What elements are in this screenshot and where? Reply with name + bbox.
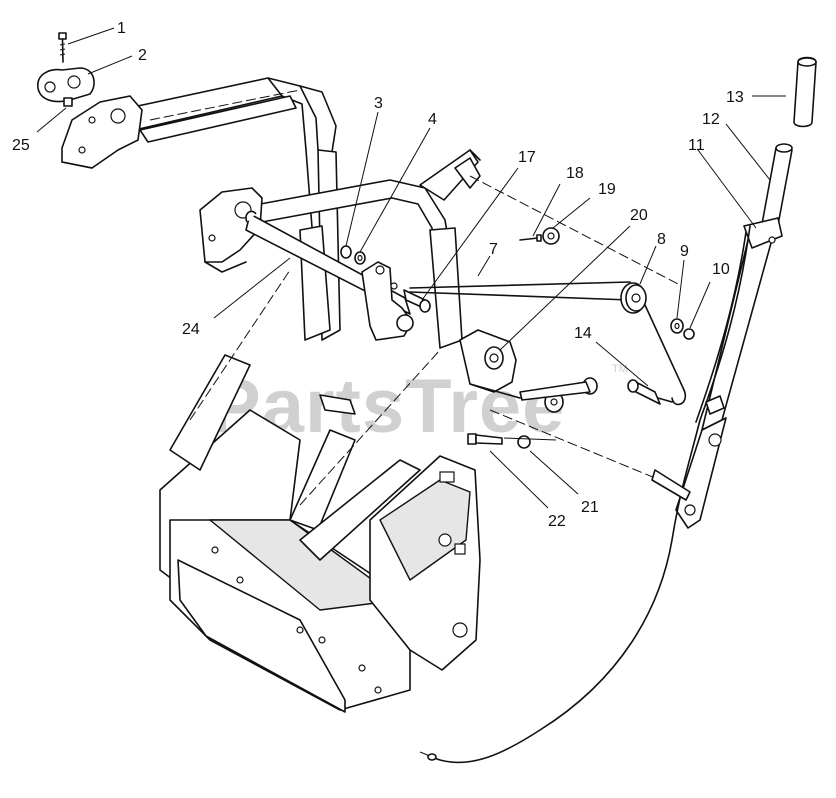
callout-2: 2	[138, 47, 147, 64]
callout-4: 4	[428, 111, 437, 128]
part-12-shift-rod	[761, 143, 793, 226]
part-11-lever-clamp	[743, 217, 783, 249]
callout-3: 3	[374, 95, 383, 112]
callout-18: 18	[566, 165, 584, 182]
part-8-pulley	[620, 282, 647, 314]
link-rod	[644, 304, 687, 406]
part-20-bracket	[459, 329, 521, 399]
callout-8: 8	[657, 231, 666, 248]
callout-17: 17	[518, 149, 536, 166]
callout-labels: 1 2 3 4 7 8 9 10 11 12 13 14 17 18 19 20…	[12, 20, 744, 530]
callout-7: 7	[489, 241, 498, 258]
callout-leaders	[36, 27, 786, 509]
callout-14: 14	[574, 325, 592, 342]
part-2-plate	[37, 67, 95, 103]
callout-24: 24	[182, 321, 200, 338]
callout-9: 9	[680, 243, 689, 260]
lever-cable-bracket	[705, 395, 725, 415]
callout-1: 1	[117, 20, 126, 37]
part-1-bolt	[58, 32, 67, 63]
callout-25: 25	[12, 137, 30, 154]
callout-21: 21	[581, 499, 599, 516]
mount-hardware	[519, 377, 598, 413]
part-21-nut	[517, 435, 531, 449]
left-pivot-bracket	[61, 95, 143, 169]
callout-19: 19	[598, 181, 616, 198]
upper-frame	[109, 77, 681, 349]
part-18-pin	[519, 234, 542, 242]
callout-12: 12	[702, 111, 720, 128]
callout-11: 11	[688, 137, 705, 154]
part-19-washer	[542, 227, 560, 245]
part-7-rod	[409, 281, 631, 301]
part-17-pin	[403, 289, 431, 313]
callout-22: 22	[548, 513, 566, 530]
callout-13: 13	[726, 89, 744, 106]
callout-20: 20	[630, 207, 648, 224]
part-25-nut	[63, 97, 73, 107]
control-cable	[419, 225, 751, 764]
part-13-handle-grip	[793, 56, 817, 128]
part-14-spring	[627, 379, 673, 405]
part-10-nut	[683, 328, 695, 340]
lower-stand	[159, 269, 481, 713]
watermark-tm: TM	[612, 363, 628, 375]
part-22-bolt	[467, 433, 503, 445]
callout-10: 10	[712, 261, 730, 278]
part-lever-arm	[361, 261, 414, 341]
part-9-washer	[670, 318, 684, 334]
